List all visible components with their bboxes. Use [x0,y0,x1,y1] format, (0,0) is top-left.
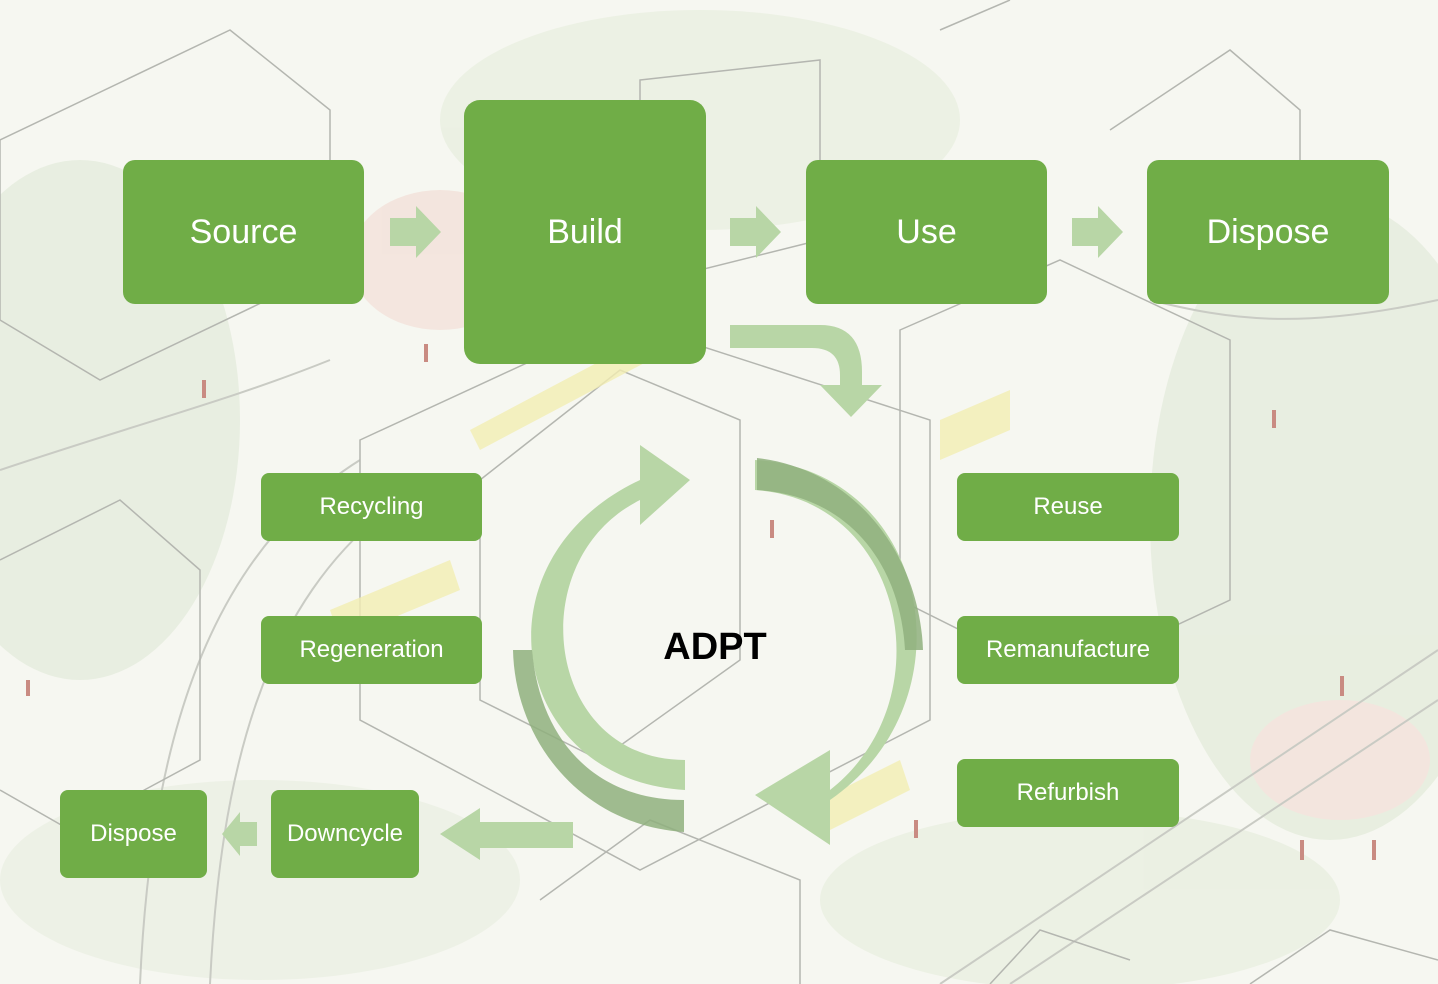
strategy-recycling-box: Recycling [261,473,482,541]
strategy-regeneration-box: Regeneration [261,616,482,684]
stage-build-box: Build [464,100,706,364]
exit-downcycle-box: Downcycle [271,790,419,878]
strategy-refurbish-box: Refurbish [957,759,1179,827]
strategy-regeneration-label: Regeneration [299,636,444,663]
strategy-refurbish-label: Refurbish [1016,779,1120,806]
exit-downcycle-label: Downcycle [286,820,404,847]
stage-dispose-label: Dispose [1206,212,1330,251]
stage-use-box: Use [806,160,1047,304]
exit-dispose-box: Dispose [60,790,207,878]
stage-dispose-box: Dispose [1147,160,1389,304]
strategy-remanufacture-box: Remanufacture [957,616,1179,684]
strategy-recycling-label: Recycling [319,493,424,520]
exit-dispose-label: Dispose [90,820,177,847]
stage-use-label: Use [896,212,957,251]
strategy-remanufacture-label: Remanufacture [985,636,1151,663]
stage-source-label: Source [189,212,298,251]
strategy-reuse-box: Reuse [957,473,1179,541]
stage-build-label: Build [547,212,623,251]
stage-source-box: Source [123,160,364,304]
loop-center-label: ADPT [663,626,767,668]
strategy-reuse-label: Reuse [1033,493,1103,520]
